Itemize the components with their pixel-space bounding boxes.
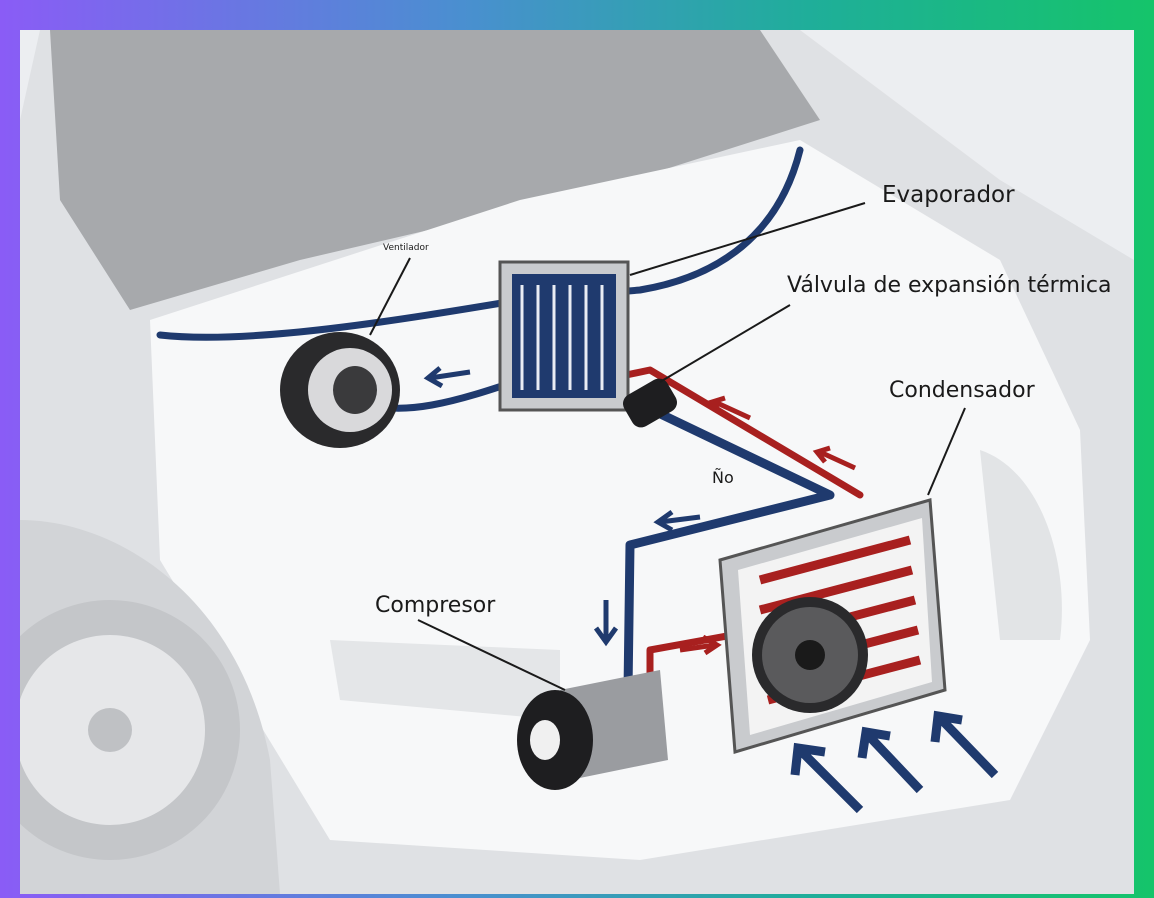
blower-fan [280,332,400,448]
pipe-note-label: Ño [712,468,734,487]
leader-lines [369,202,966,691]
fan-label: Ventilador [383,243,429,253]
hot-flow-arrows [679,395,857,656]
flow-arrows [423,366,701,647]
condenser-label: Condensador [889,378,1036,403]
expansion-valve [623,378,677,428]
compressor-label: Compresor [375,593,496,618]
diagram-canvas: Evaporador Válvula de expansión térmica … [0,30,1134,894]
ac-system-diagram: Evaporador Válvula de expansión térmica … [0,30,1134,894]
evaporator-label: Evaporador [882,182,1015,208]
condenser-unit [718,498,947,754]
airflow-arrows [790,710,999,814]
expansion-valve-label: Válvula de expansión térmica [787,273,1111,298]
windshield [50,30,820,310]
compressor-unit [517,670,668,790]
evaporator-unit [498,260,630,412]
